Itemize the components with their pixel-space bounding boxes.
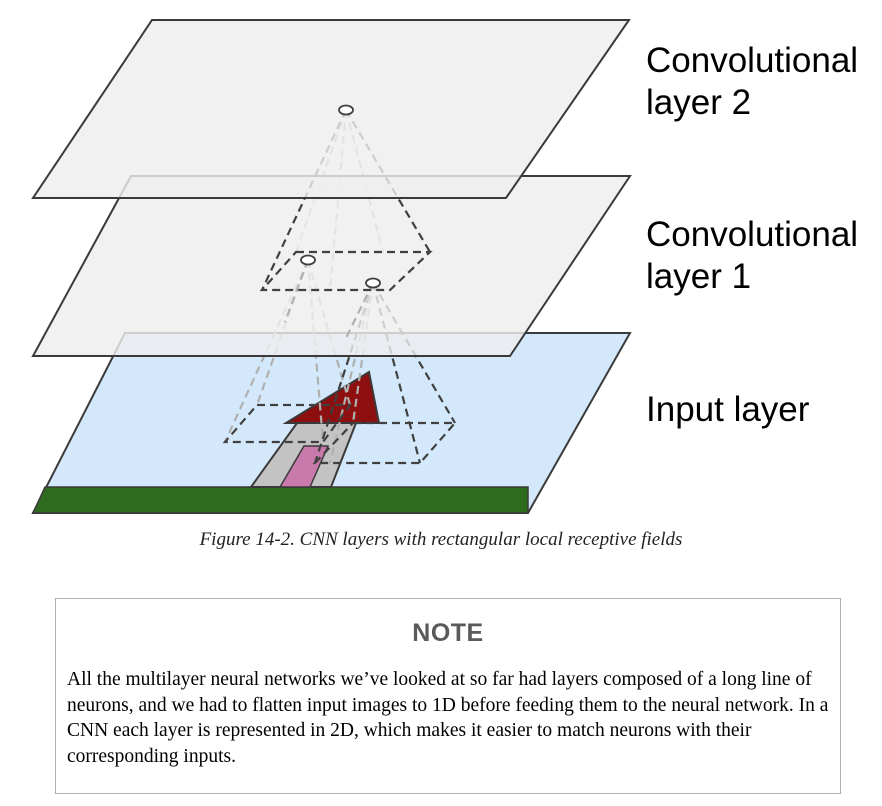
conv1-neuron-1 bbox=[300, 254, 316, 266]
label-input-layer: Input layer bbox=[646, 390, 810, 429]
conv-layer-1-plane bbox=[31, 175, 632, 357]
figure-caption: Figure 14-2. CNN layers with rectangular… bbox=[199, 529, 683, 550]
ground-strip bbox=[31, 486, 529, 514]
label-convolutional-layer-1: Convolutional layer 1 bbox=[646, 215, 859, 296]
conv1-neuron-2 bbox=[365, 277, 381, 289]
label-convolutional-layer-2: Convolutional layer 2 bbox=[646, 41, 859, 122]
note-title: NOTE bbox=[412, 619, 484, 647]
conv2-neuron bbox=[338, 104, 354, 116]
note-text: All the multilayer neural networks we’ve… bbox=[67, 669, 829, 767]
conv1-neuron-lines bbox=[283, 259, 374, 341]
note-box: NOTE All the multilayer neural networks … bbox=[55, 598, 841, 794]
cnn-layers-diagram bbox=[31, 19, 632, 514]
conv-layer-2-plane bbox=[31, 19, 631, 199]
house-image bbox=[249, 370, 381, 488]
house-roof bbox=[282, 370, 381, 424]
